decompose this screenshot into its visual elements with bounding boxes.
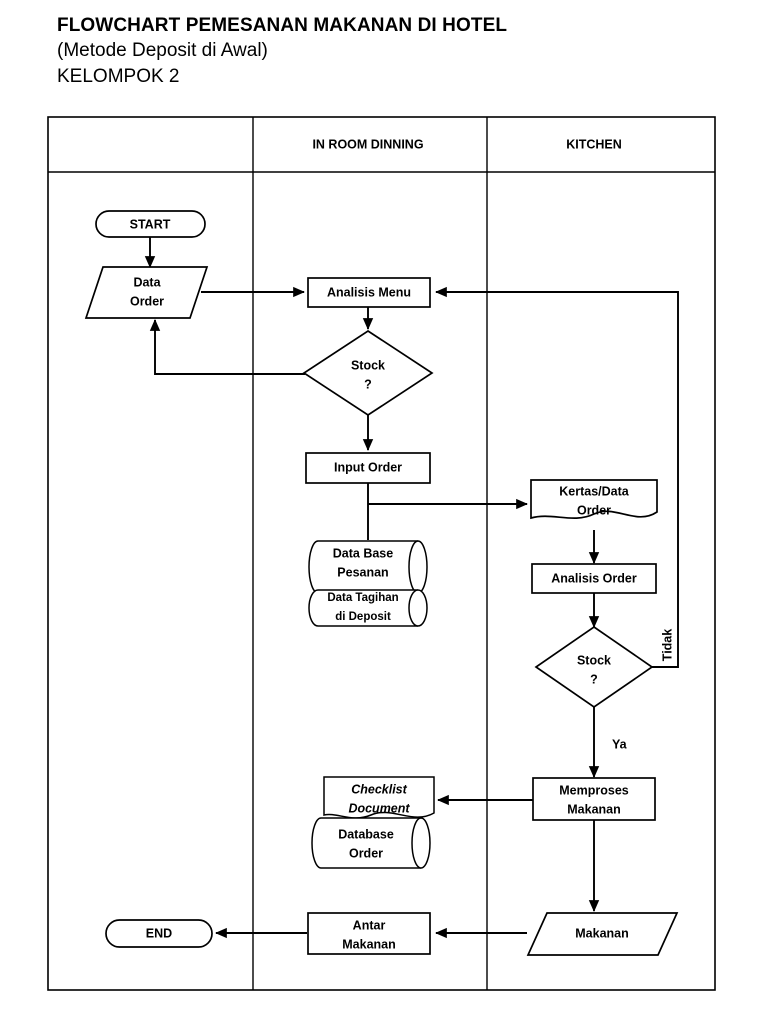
node-antar-makanan[interactable]: Antar Makanan [307, 912, 431, 955]
node-database-pesanan[interactable]: Data Base Pesanan [308, 540, 428, 594]
node-database-tagihan-label-line2: di Deposit [335, 611, 391, 623]
swimlane-frame [47, 116, 716, 991]
node-stock2-label-line2: ? [590, 672, 598, 686]
node-input-order[interactable]: Input Order [305, 452, 431, 484]
node-database-order[interactable]: Database Order [311, 817, 431, 869]
lane-header-kitchen: KITCHEN [566, 137, 622, 151]
node-checklist-document[interactable]: Checklist Document [323, 776, 435, 819]
node-stock-decision-kitchen[interactable]: Stock ? [534, 625, 654, 709]
node-stock1-label-line2: ? [364, 377, 372, 391]
node-memproses-label-line2: Makanan [567, 802, 621, 816]
node-data-order-label-line1: Data [133, 275, 161, 289]
node-memproses-label-line1: Memproses [559, 783, 629, 797]
node-analisis-menu[interactable]: Analisis Menu [307, 277, 431, 308]
edge-stock2-tidak-to-analisis-menu [435, 286, 679, 668]
node-makanan[interactable]: Makanan [526, 912, 679, 956]
page-subtitle: (Metode Deposit di Awal) [57, 40, 268, 61]
edge-label-ya: Ya [612, 737, 628, 751]
node-stock-decision-in-room-dinning[interactable]: Stock ? [302, 329, 434, 417]
node-checklist-label-line2: Document [348, 801, 410, 815]
node-analisis-menu-label: Analisis Menu [327, 285, 411, 299]
node-database-pesanan-label-line1: Data Base [333, 546, 393, 560]
node-end[interactable]: END [105, 919, 213, 948]
node-database-pesanan-label-line2: Pesanan [337, 565, 388, 579]
node-memproses-makanan[interactable]: Memproses Makanan [532, 777, 656, 821]
node-stock2-label-line1: Stock [577, 653, 611, 667]
connector-layer [144, 236, 679, 939]
node-database-order-label-line2: Order [349, 846, 383, 860]
node-antar-label-line2: Makanan [342, 937, 396, 951]
node-input-order-label: Input Order [334, 460, 402, 474]
node-antar-label-line1: Antar [353, 918, 386, 932]
lane-header-in-room-dinning: IN ROOM DINNING [312, 137, 423, 151]
node-kertas-data-order[interactable]: Kertas/Data Order [530, 479, 658, 520]
node-start-label: START [130, 217, 171, 231]
node-database-tagihan-label-line1: Data Tagihan [327, 592, 398, 604]
node-makanan-label: Makanan [575, 926, 629, 940]
node-kertas-order-label-line1: Kertas/Data [559, 484, 630, 498]
document-title-block: FLOWCHART PEMESANAN MAKANAN DI HOTEL (Me… [57, 14, 737, 90]
node-data-order-label-line2: Order [130, 294, 164, 308]
node-checklist-label-line1: Checklist [351, 782, 407, 796]
node-stock1-label-line1: Stock [351, 358, 385, 372]
node-kertas-order-label-line2: Order [577, 503, 611, 517]
node-database-tagihan-deposit[interactable]: Data Tagihan di Deposit [308, 589, 428, 627]
page-title: FLOWCHART PEMESANAN MAKANAN DI HOTEL [57, 15, 508, 36]
edge-stock1-to-data-order [149, 319, 305, 375]
node-analisis-order[interactable]: Analisis Order [531, 563, 657, 594]
node-start[interactable]: START [95, 210, 206, 238]
node-analisis-order-label: Analisis Order [551, 571, 637, 585]
node-data-order[interactable]: Data Order [84, 266, 209, 319]
node-database-order-label-line1: Database [338, 827, 394, 841]
page-group-label: KELOMPOK 2 [57, 66, 180, 87]
swimlane-headers: IN ROOM DINNING KITCHEN [312, 137, 621, 151]
edge-label-tidak: Tidak [660, 629, 674, 661]
node-end-label: END [146, 926, 172, 940]
